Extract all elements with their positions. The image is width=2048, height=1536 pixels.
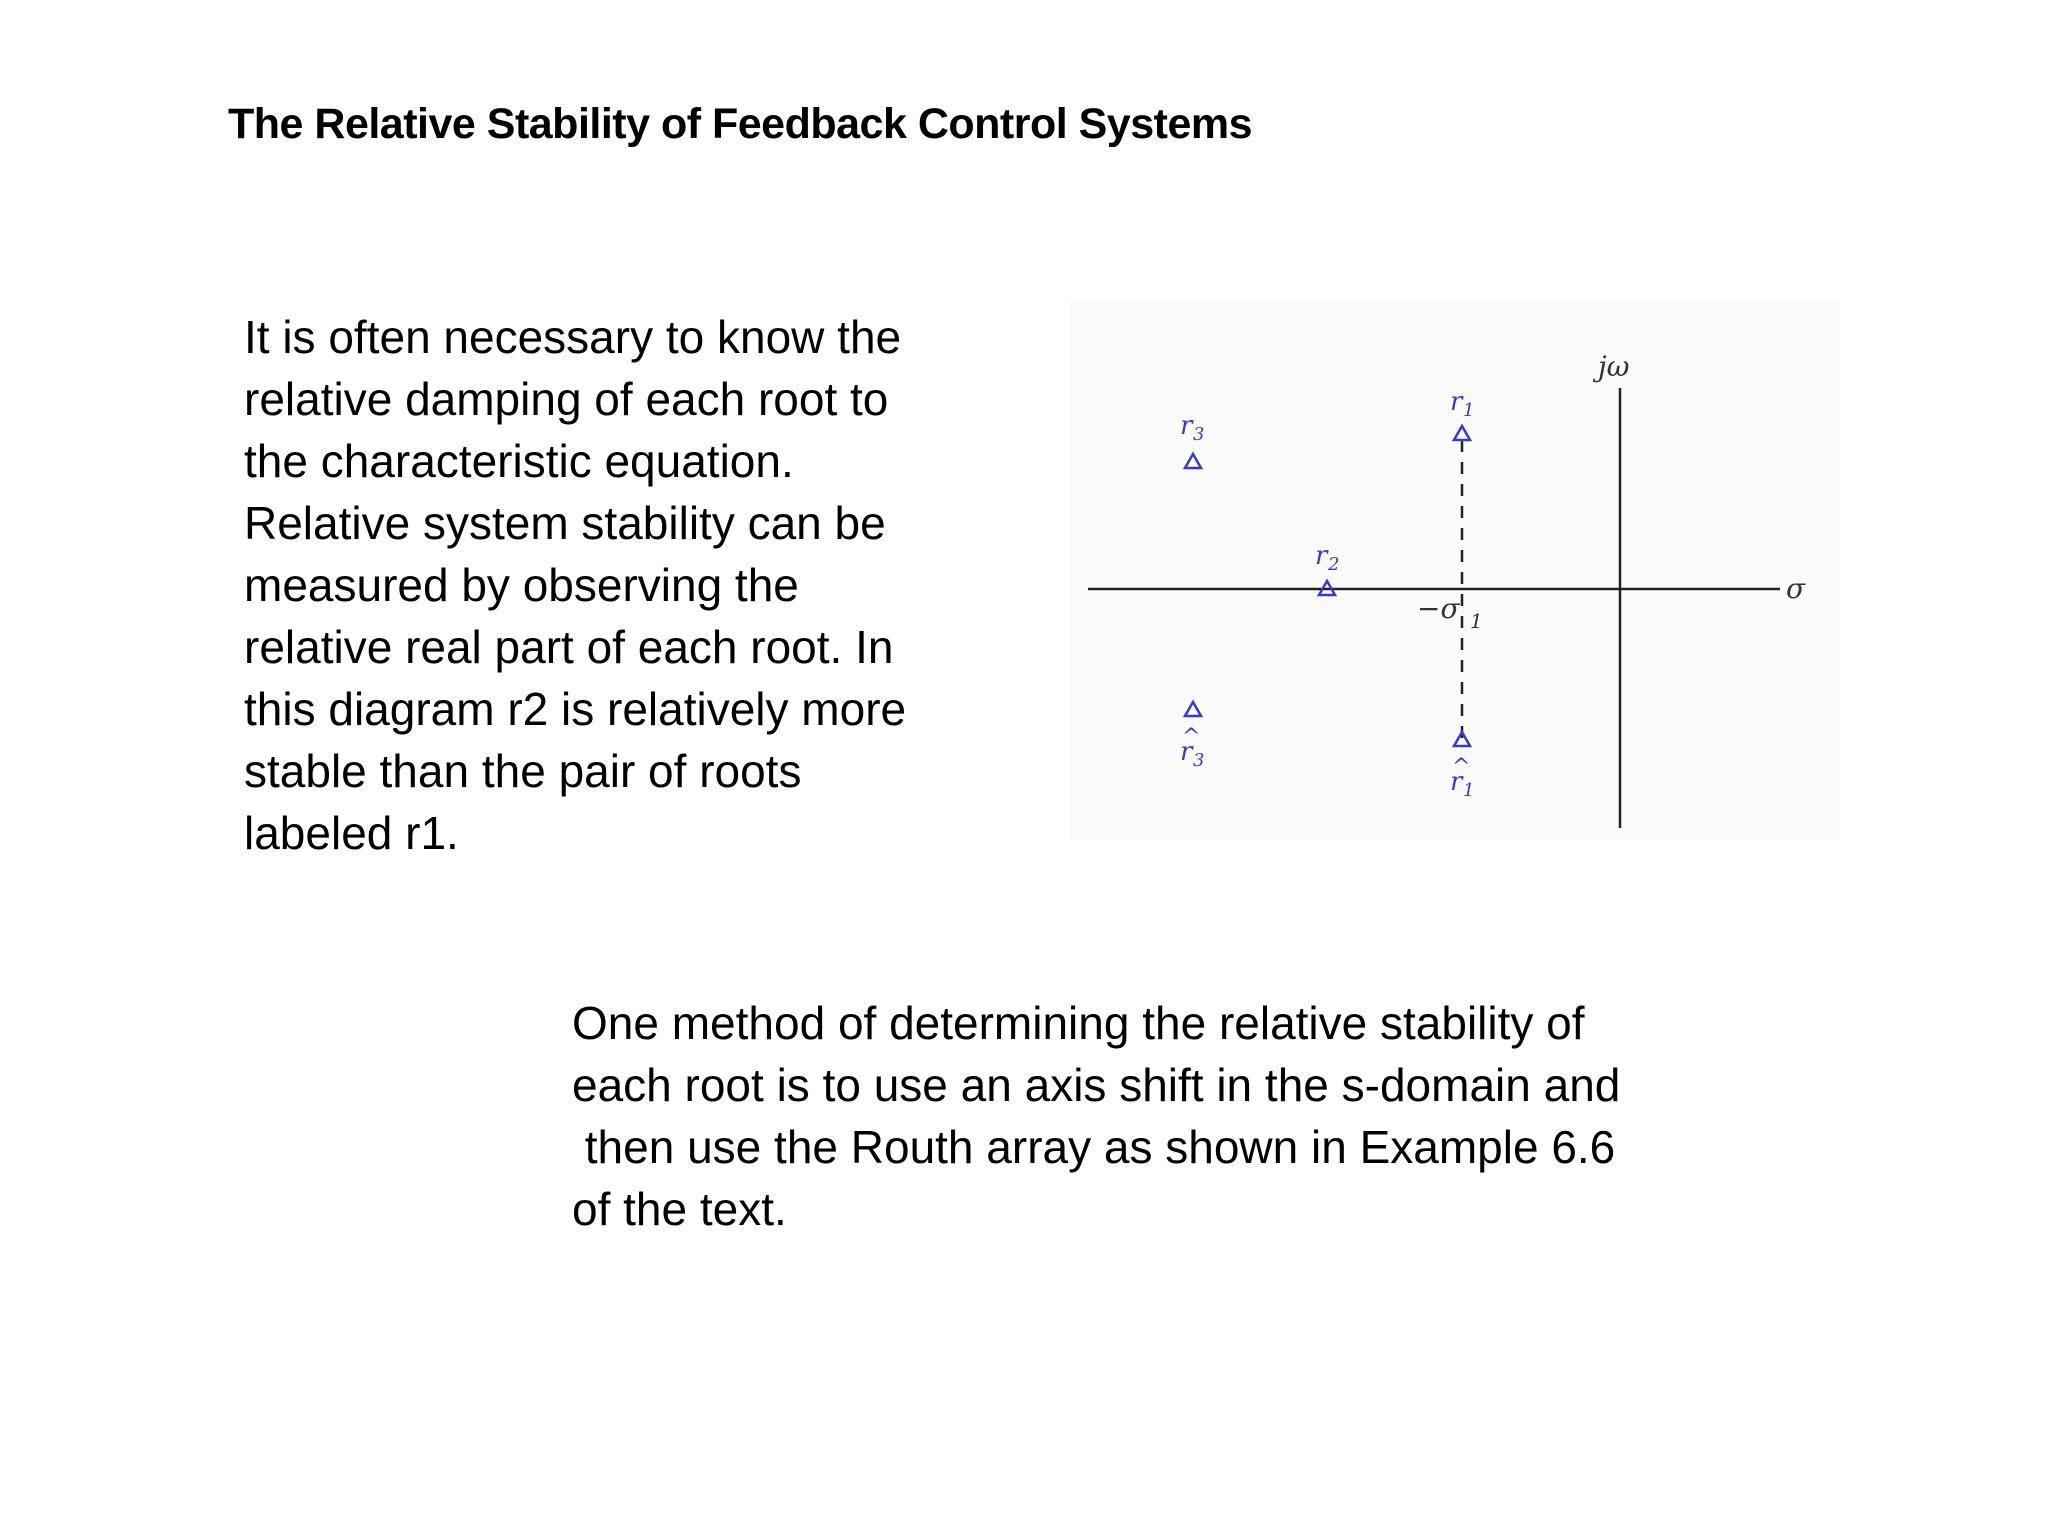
s-plane-diagram: jω σ −σ 1 r 1 ^ r 1 r 2 r 3 ^ r 3 <box>1070 300 1840 840</box>
left-paragraph-line: this diagram r2 is relatively more <box>244 683 907 735</box>
root-label-r1-hat-sub: 1 <box>1463 780 1474 801</box>
real-axis-label: σ <box>1786 572 1806 605</box>
root-label-r1-hat-caret: ^ <box>1452 755 1470 780</box>
root-label-r1-hat: r <box>1450 767 1464 797</box>
left-paragraph-line: the characteristic equation. <box>244 435 794 487</box>
root-label-r1: r <box>1450 387 1464 417</box>
root-marker-r2 <box>1316 578 1338 597</box>
bottom-paragraph-line: of the text. <box>572 1183 787 1235</box>
left-paragraph-line: relative real part of each root. In <box>244 621 894 673</box>
bottom-paragraph-line: each root is to use an axis shift in the… <box>572 1059 1621 1111</box>
root-label-r3-hat: r <box>1180 737 1194 767</box>
left-paragraph-line: Relative system stability can be <box>244 497 886 549</box>
root-marker-r3 <box>1182 451 1204 470</box>
root-label-r3-sub: 3 <box>1193 424 1204 445</box>
bottom-paragraph-line: One method of determining the relative s… <box>572 997 1585 1049</box>
root-marker-r3-hat <box>1182 699 1204 718</box>
root-label-r3: r <box>1180 411 1194 441</box>
imaginary-axis-label: jω <box>1592 350 1630 383</box>
root-label-r3-hat-sub: 3 <box>1193 750 1204 771</box>
left-paragraph-line: stable than the pair of roots <box>244 745 802 797</box>
s-plane-svg: jω σ −σ 1 r 1 ^ r 1 r 2 r 3 ^ r 3 <box>1088 350 1806 828</box>
root-marker-r1-hat <box>1451 729 1473 748</box>
bottom-paragraph-line: then use the Routh array as shown in Exa… <box>572 1121 1616 1173</box>
left-paragraph-line: relative damping of each root to <box>244 373 889 425</box>
sigma1-marker-subscript: 1 <box>1470 609 1483 633</box>
slide-title: The Relative Stability of Feedback Contr… <box>228 100 1253 148</box>
sigma1-marker-label: −σ <box>1417 592 1460 625</box>
root-label-r2-sub: 2 <box>1327 554 1339 575</box>
left-paragraph: It is often necessary to know the relati… <box>244 306 964 864</box>
left-paragraph-line: measured by observing the <box>244 559 799 611</box>
left-paragraph-line: It is often necessary to know the <box>244 311 902 363</box>
root-marker-r1 <box>1451 423 1473 442</box>
left-paragraph-line: labeled r1. <box>244 807 459 859</box>
root-label-r3-hat-caret: ^ <box>1182 725 1200 750</box>
root-label-r2: r <box>1315 541 1329 571</box>
root-label-r1-sub: 1 <box>1463 400 1474 421</box>
bottom-paragraph: One method of determining the relative s… <box>572 992 1712 1240</box>
